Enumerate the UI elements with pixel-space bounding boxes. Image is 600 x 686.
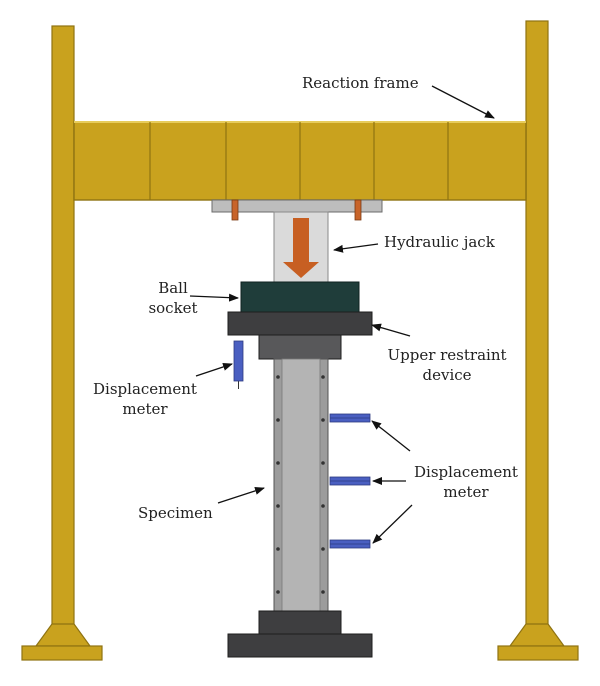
label-upper-restraint-line2: device (422, 366, 472, 384)
displacement-meter-right-middle (329, 476, 371, 486)
right-frame-column (497, 20, 579, 661)
specimen-column (273, 358, 329, 612)
label-ball-socket-line2: socket (148, 299, 198, 317)
arrow-meter-top (371, 420, 411, 452)
ball-socket (240, 281, 360, 313)
displacement-meter-right-top (329, 413, 371, 423)
left-frame-column (21, 25, 103, 661)
arrow-left-meter (195, 363, 233, 377)
label-upper-restraint-line1: Upper restraint (387, 346, 507, 364)
displacement-meter-left (233, 340, 244, 389)
leader-arrows (189, 85, 495, 544)
label-right-meter: Displacement meter (410, 462, 522, 502)
upper-restraint-device (227, 311, 373, 360)
displacement-meter-right-bottom (329, 539, 371, 549)
reaction-frame-beam (73, 121, 527, 201)
label-left-meter-line1: Displacement (93, 380, 197, 398)
label-specimen: Specimen (138, 504, 213, 522)
label-left-meter-line2: meter (122, 400, 168, 418)
label-right-meter-line1: Displacement (414, 463, 518, 481)
arrow-reaction-frame (431, 85, 495, 119)
label-upper-restraint: Upper restraint device (384, 345, 510, 385)
hydraulic-jack (273, 211, 329, 283)
lower-base (227, 610, 373, 658)
arrow-hydraulic-jack (333, 243, 379, 253)
arrow-meter-bottom (372, 504, 413, 544)
arrow-upper-restraint (371, 323, 411, 337)
label-ball-socket: Ball socket (148, 278, 198, 318)
arrow-specimen (217, 486, 265, 504)
label-left-meter: Displacement meter (88, 379, 202, 419)
label-right-meter-line2: meter (443, 483, 489, 501)
label-ball-socket-line1: Ball (158, 279, 188, 297)
label-reaction-frame: Reaction frame (302, 74, 419, 92)
arrow-ball-socket (189, 293, 239, 302)
label-hydraulic-jack: Hydraulic jack (384, 233, 495, 251)
